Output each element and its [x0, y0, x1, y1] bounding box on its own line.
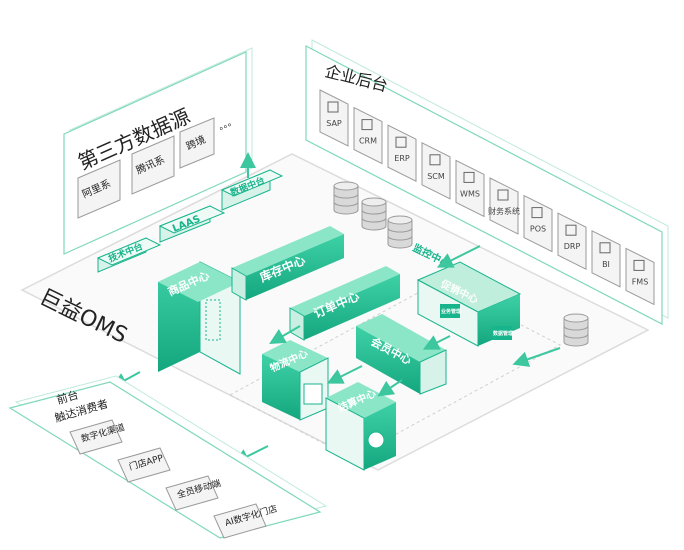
enterprise-item-3: SCM: [421, 141, 451, 200]
enterprise-item-5: 财务系统: [488, 177, 520, 235]
module-inventory: 库存中心: [231, 226, 344, 301]
enterprise-item-label: 财务系统: [488, 206, 520, 216]
enterprise-item-label: BI: [602, 260, 610, 269]
module-settlement: 结算中心: [325, 382, 396, 471]
enterprise-item-1: CRM: [353, 106, 383, 165]
flow-arrows: [110, 245, 561, 464]
svg-text:业务管理: 业务管理: [441, 308, 461, 315]
enterprise-item-label: CRM: [359, 137, 377, 146]
enterprise-item-6: POS: [523, 194, 553, 253]
frontend-item-1: 门店APP: [117, 447, 171, 483]
enterprise-item-2: ERP: [387, 124, 417, 183]
module-product: 商品中心: [158, 261, 241, 375]
database-icon: [387, 215, 413, 249]
enterprise-item-label: ERP: [394, 154, 410, 163]
database-icon: [333, 181, 359, 215]
enterprise-item-4: WMS: [455, 159, 485, 218]
enterprise-item-label: SAP: [326, 119, 342, 128]
enterprise-item-7: DRP: [557, 212, 587, 271]
svg-text:数据管理: 数据管理: [493, 330, 513, 337]
enterprise-item-0: SAP: [319, 89, 349, 147]
third-party-item-ali: 阿里系: [77, 159, 121, 219]
enterprise-item-label: FMS: [632, 277, 649, 286]
frontend-item-0: 数字化渠道: [69, 419, 126, 455]
third-party-item-tencent: 腾讯系: [131, 135, 175, 195]
enterprise-item-label: WMS: [460, 189, 480, 198]
module-logistics: 物流中心: [262, 340, 329, 421]
enterprise-item-label: SCM: [427, 172, 445, 181]
module-member: 会员中心: [356, 314, 447, 395]
module-promotion: 促销中心 业务管理 数据管理: [416, 261, 522, 347]
enterprise-item-label: DRP: [564, 242, 581, 251]
database-stack: [333, 181, 589, 347]
enterprise-item-9: FMS: [625, 247, 655, 306]
database-icon: [563, 313, 589, 347]
third-party-item-crossborder: 跨境: [179, 117, 215, 169]
frontend-title-line1: 前台: [55, 387, 80, 407]
enterprise-item-8: BI: [591, 229, 621, 288]
database-icon: [361, 197, 387, 231]
enterprise-item-label: POS: [530, 225, 546, 234]
frontend-item-2: 全员移动端: [165, 475, 222, 511]
